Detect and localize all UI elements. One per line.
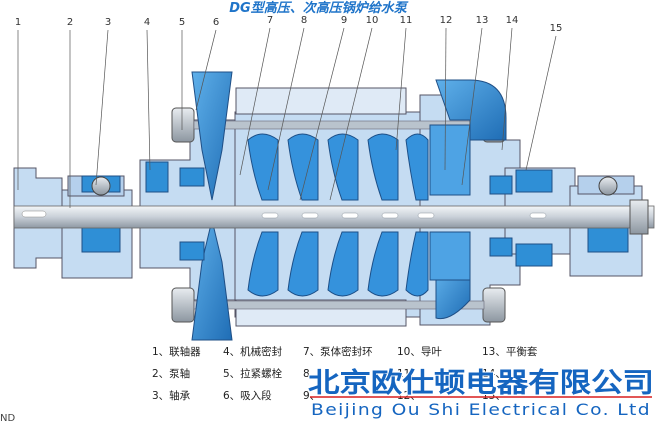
parts-legend: 1、联轴器 4、机械密封 7、泵体密封环 10、导叶 13、平衡套 2、泵轴 5… (152, 345, 538, 402)
brand-name-cn: 北京欧仕顿电器有限公司 (308, 367, 654, 399)
legend-item-4: 4、机械密封 (223, 345, 283, 358)
legend-item-7: 7、泵体密封环 (303, 345, 373, 358)
callout-12: 12 (440, 15, 453, 26)
leader-lines (17, 27, 557, 208)
callout-6: 6 (213, 17, 219, 28)
corner-text: ND (0, 413, 15, 422)
callout-2: 2 (67, 17, 73, 28)
legend-item-6: 6、吸入段 (223, 389, 272, 402)
legend-item-3: 3、轴承 (152, 389, 191, 402)
callout-8: 8 (301, 15, 307, 26)
brand-watermark: 北京欧仕顿电器有限公司 Beijing Ou Shi Electrical Co… (307, 366, 655, 420)
callout-7: 7 (267, 15, 273, 26)
legend-item-8: 8、 (303, 368, 320, 380)
callout-11: 11 (400, 15, 413, 26)
callout-15: 15 (550, 23, 563, 34)
callout-numbers: 1 2 3 4 5 6 7 8 9 10 11 12 13 14 15 (15, 15, 563, 34)
callout-5: 5 (179, 17, 185, 28)
legend-item-14: 14、 (482, 368, 506, 380)
legend-item-13: 13、平衡套 (482, 345, 538, 358)
callout-10: 10 (366, 15, 379, 26)
callout-13: 13 (476, 15, 489, 26)
callout-4: 4 (144, 17, 150, 28)
callout-9: 9 (341, 15, 347, 26)
legend-item-5: 5、拉紧螺栓 (223, 367, 283, 380)
legend-item-10: 10、导叶 (397, 346, 442, 358)
brand-name-en: Beijing Ou Shi Electrical Co. Ltd (311, 400, 651, 419)
legend-item-12: 12、 (397, 390, 421, 402)
legend-item-15: 15、 (482, 390, 506, 402)
callout-14: 14 (506, 15, 519, 26)
legend-item-11: 11、 (397, 368, 421, 380)
legend-item-2: 2、泵轴 (152, 367, 190, 380)
legend-item-1: 1、联轴器 (152, 345, 201, 358)
pump-body (13, 71, 655, 341)
diagram-title: DG型高压、次高压锅炉给水泵 (229, 0, 408, 16)
callout-3: 3 (105, 17, 111, 28)
callout-1: 1 (15, 17, 21, 28)
legend-item-9: 9、 (303, 390, 320, 402)
